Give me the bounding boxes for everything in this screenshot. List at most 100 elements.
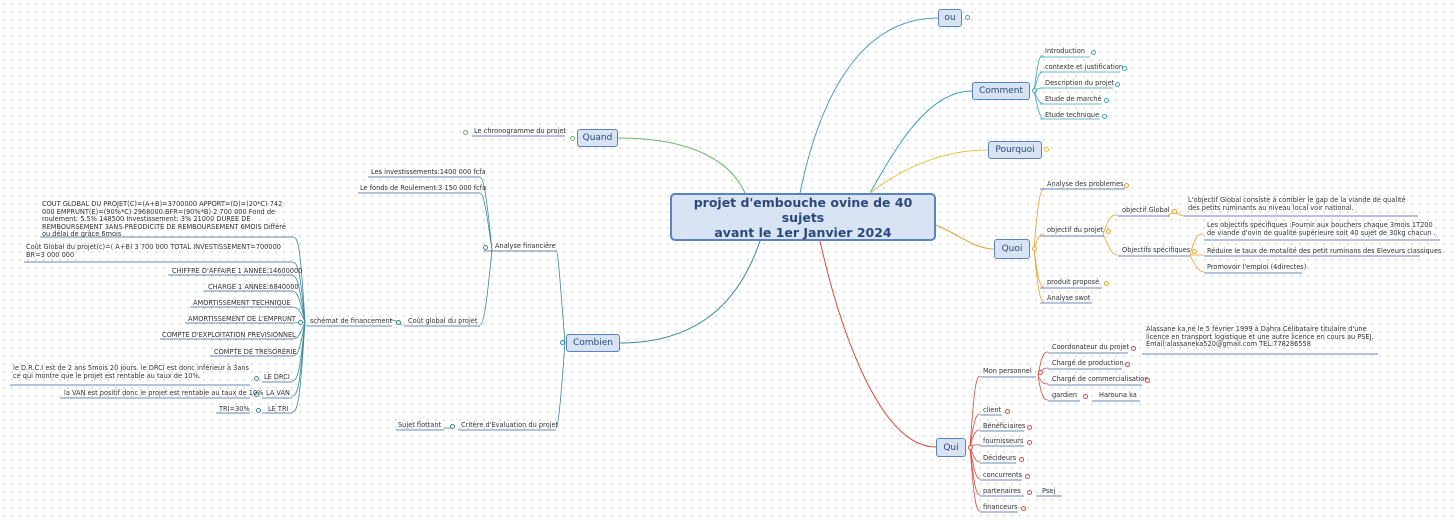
comment-item[interactable]: contexte et justification — [1045, 63, 1124, 71]
combien-le-drci[interactable]: LE DRCI — [264, 373, 290, 381]
qui-item[interactable]: Bénéficiaires — [983, 422, 1026, 430]
combien-cout-text[interactable]: Coût Global du projet(c)=( A+B) 3 700 00… — [26, 243, 281, 259]
collapse-toggle-icon[interactable] — [560, 340, 565, 345]
expand-toggle-icon[interactable] — [1025, 474, 1030, 479]
expand-toggle-icon[interactable] — [1027, 440, 1032, 445]
expand-toggle-icon[interactable] — [1044, 147, 1049, 152]
qui-item[interactable]: partenaires — [983, 487, 1021, 495]
collapse-toggle-icon[interactable] — [450, 424, 455, 429]
combien-schemat-item[interactable]: AMORTISSEMENT TECHNIQUE — [193, 299, 291, 307]
collapse-toggle-icon[interactable] — [1038, 370, 1043, 375]
collapse-toggle-icon[interactable] — [254, 392, 259, 397]
combien-schemat[interactable]: schémat de financement — [310, 317, 393, 325]
collapse-toggle-icon[interactable] — [1131, 346, 1136, 351]
quoi-specifique-item[interactable]: Promovoir l'emploi (4directes) — [1207, 263, 1307, 271]
combien-cout-global[interactable]: Coût global du projet — [408, 317, 478, 325]
collapse-toggle-icon[interactable] — [298, 320, 303, 325]
expand-toggle-icon[interactable] — [1145, 378, 1150, 383]
qui-gardien-name[interactable]: Harouna ka — [1099, 391, 1137, 399]
comment-item[interactable]: Description du projet — [1045, 79, 1115, 87]
expand-toggle-icon[interactable] — [1091, 50, 1096, 55]
comment-item[interactable]: Introduction — [1045, 47, 1085, 55]
qui-coordonateur-text[interactable]: Alassane ka,né le 5 février 1999 à Dahra… — [1146, 325, 1374, 349]
quoi-specifique-item[interactable]: Les objectifs spécifiques :Fournir aux b… — [1207, 221, 1436, 237]
topic-ou[interactable]: ou — [938, 9, 962, 27]
combien-van-text[interactable]: la VAN est positif donc le projet est re… — [64, 389, 264, 397]
comment-item[interactable]: Etude technique — [1045, 111, 1100, 119]
expand-toggle-icon[interactable] — [463, 130, 468, 135]
combien-la-van[interactable]: LA VAN — [266, 389, 290, 397]
qui-item[interactable]: financeurs — [983, 503, 1018, 511]
qui-item[interactable]: Décideurs — [983, 454, 1017, 462]
combien-investissements[interactable]: Les investissements:1400 000 fcfa — [371, 168, 486, 176]
combien-le-tri[interactable]: LE TRI — [268, 405, 289, 413]
collapse-toggle-icon[interactable] — [968, 445, 973, 450]
expand-toggle-icon[interactable] — [1027, 425, 1032, 430]
topic-qui[interactable]: Qui — [936, 438, 966, 457]
qui-item[interactable]: client — [983, 406, 1002, 414]
topic-quoi[interactable]: Quoi — [994, 239, 1030, 259]
quoi-specifique-item[interactable]: Réduire le taux de motalité des petit ru… — [1207, 247, 1442, 255]
collapse-toggle-icon[interactable] — [1083, 394, 1088, 399]
expand-toggle-icon[interactable] — [1021, 506, 1026, 511]
expand-toggle-icon[interactable] — [1104, 98, 1109, 103]
combien-tri-text[interactable]: TRI=30% — [219, 405, 250, 413]
collapse-toggle-icon[interactable] — [965, 15, 970, 20]
collapse-toggle-icon[interactable] — [1027, 490, 1032, 495]
quoi-analyse-problemes[interactable]: Analyse des problemes — [1047, 180, 1124, 188]
quoi-objectif-projet[interactable]: objectif du projet — [1047, 226, 1104, 234]
central-topic[interactable]: projet d'embouche ovine de 40 sujets ava… — [670, 193, 936, 241]
expand-toggle-icon[interactable] — [1005, 409, 1010, 414]
collapse-toggle-icon[interactable] — [254, 376, 259, 381]
collapse-toggle-icon[interactable] — [1032, 246, 1037, 251]
qui-charge-commercialisation[interactable]: Chargé de commercialisation — [1052, 375, 1149, 383]
collapse-toggle-icon[interactable] — [483, 245, 488, 250]
expand-toggle-icon[interactable] — [1125, 362, 1130, 367]
qui-mon-personnel[interactable]: Mon personnel — [983, 367, 1032, 375]
collapse-toggle-icon[interactable] — [1032, 88, 1037, 93]
collapse-toggle-icon[interactable] — [1172, 209, 1177, 214]
collapse-toggle-icon[interactable] — [1192, 249, 1197, 254]
combien-fonds-roulement[interactable]: Le fonds de Roulement:3 150 000 fcfa — [360, 184, 487, 192]
qui-item[interactable]: concurrents — [983, 471, 1023, 479]
quand-chronogramme[interactable]: Le chronogramme du projet — [474, 127, 566, 135]
quoi-objectifs-specifiques[interactable]: Objectifs spécifiques — [1122, 246, 1191, 254]
expand-toggle-icon[interactable] — [1122, 66, 1127, 71]
combien-schemat-item[interactable]: AMORTISSEMENT DE L'EMPRUNT — [188, 315, 296, 323]
qui-partenaires-value[interactable]: Psej — [1042, 487, 1056, 495]
combien-schemat-item[interactable]: CHARGE 1 ANNEE:6840000 — [208, 283, 299, 291]
expand-toggle-icon[interactable] — [1124, 183, 1129, 188]
expand-toggle-icon[interactable] — [1102, 114, 1107, 119]
qui-item[interactable]: fournisseurs — [983, 437, 1024, 445]
collapse-toggle-icon[interactable] — [396, 320, 401, 325]
quoi-analyse-swot[interactable]: Analyse swot — [1047, 294, 1091, 302]
combien-schemat-item[interactable]: CHIFFRE D'AFFAIRE 1 ANNEE:14600000 — [172, 267, 303, 275]
topic-comment[interactable]: Comment — [972, 82, 1030, 100]
quoi-objectif-global-text[interactable]: L'objectif Global consiste à combler le … — [1188, 196, 1406, 212]
connector-ou — [799, 17, 939, 194]
collapse-toggle-icon[interactable] — [570, 136, 575, 141]
comment-item[interactable]: Etude de marché — [1045, 95, 1102, 103]
topic-quand[interactable]: Quand — [577, 129, 618, 147]
combien-sujet-flottant[interactable]: Sujet flottant — [398, 421, 442, 429]
combien-schemat-item[interactable]: COMPTE DE TRESORERIE — [214, 348, 297, 356]
quoi-objectif-global[interactable]: objectif Global — [1122, 206, 1170, 214]
qui-charge-production[interactable]: Chargé de production — [1052, 359, 1124, 367]
combien-critere[interactable]: Critère d'Evaluation du projet — [461, 421, 559, 429]
qui-gardien[interactable]: gardien — [1052, 391, 1078, 399]
combien-analyse-financiere[interactable]: Analyse financière — [495, 242, 556, 250]
combien-cout-text[interactable]: COUT GLOBAL DU PROJET(C)=(A+B)=3700000 A… — [42, 200, 286, 239]
topic-combien[interactable]: Combien — [566, 334, 620, 352]
qui-coordonateur[interactable]: Coordonateur du projet — [1052, 343, 1130, 351]
quoi-produit-propose[interactable]: produit proposé — [1047, 278, 1100, 286]
expand-toggle-icon[interactable] — [1104, 281, 1109, 286]
combien-drci-text[interactable]: le D.R.C.I est de 2 ans 5mois 20 jours. … — [13, 364, 249, 380]
expand-toggle-icon[interactable] — [1019, 457, 1024, 462]
topic-pourquoi[interactable]: Pourquoi — [988, 141, 1042, 159]
expand-toggle-icon[interactable] — [1115, 82, 1120, 87]
combien-schemat-item[interactable]: COMPTE D'EXPLOITATION PREVISIONNEL — [162, 331, 296, 339]
collapse-toggle-icon[interactable] — [256, 408, 261, 413]
central-topic-line1: projet d'embouche ovine de 40 sujets — [693, 194, 913, 225]
collapse-toggle-icon[interactable] — [1106, 229, 1111, 234]
